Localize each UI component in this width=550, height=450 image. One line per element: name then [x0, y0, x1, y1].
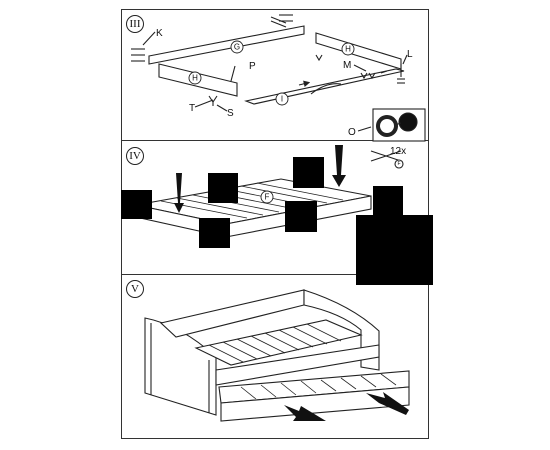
- right-headboard: [303, 289, 380, 371]
- redaction-block-4: [199, 218, 230, 248]
- rail-h-right: [315, 32, 402, 70]
- left-headboard: [144, 317, 217, 416]
- push-arrow-right-icon: [366, 392, 409, 415]
- curve-detail: [310, 83, 342, 95]
- redaction-block-6: [373, 186, 403, 216]
- step-divider-1: [121, 140, 429, 141]
- front-rail: [215, 344, 380, 386]
- redaction-block-7: [356, 215, 433, 285]
- redaction-block-5: [285, 201, 317, 232]
- step-5-drawing: [144, 289, 410, 422]
- arrow-down-right-icon: [332, 145, 346, 187]
- redaction-block-3: [293, 157, 324, 188]
- arrow-down-left-icon: [174, 173, 184, 213]
- top-slat-frame: [194, 319, 363, 366]
- part-label-f-small: F: [397, 161, 400, 167]
- part-label-l: L: [407, 49, 413, 60]
- part-label-p: P: [249, 61, 256, 72]
- push-arrow-left-icon: [284, 405, 326, 421]
- redaction-block-2: [208, 173, 238, 203]
- part-label-o: O: [348, 127, 356, 138]
- rail-g: [148, 25, 305, 65]
- part-label-i: I: [281, 95, 283, 104]
- board-i: [244, 68, 405, 105]
- step-number-5: V: [126, 280, 144, 298]
- step-3-drawing: G H H I K P M L T S O: [131, 14, 426, 142]
- part-label-h-right: H: [345, 45, 351, 54]
- step-number-4: IV: [126, 147, 144, 165]
- step-number-3: III: [126, 15, 144, 33]
- step-divider-2: [121, 274, 429, 275]
- part-label-m: M: [343, 60, 351, 71]
- label-circle-g: [230, 40, 244, 54]
- trundle-front: [220, 386, 410, 422]
- slat-quantity: 12x: [390, 146, 407, 157]
- part-label-f: F: [265, 193, 270, 202]
- label-circle-i: [275, 92, 289, 106]
- label-circle-h-right: [341, 42, 355, 56]
- part-label-k: K: [156, 28, 163, 39]
- part-label-s: S: [227, 108, 234, 119]
- part-label-t: T: [189, 103, 195, 114]
- part-label-g: G: [234, 43, 240, 52]
- redaction-block-1: [121, 190, 152, 219]
- label-circle-h-left: [188, 71, 202, 85]
- part-label-h-left: H: [192, 74, 198, 83]
